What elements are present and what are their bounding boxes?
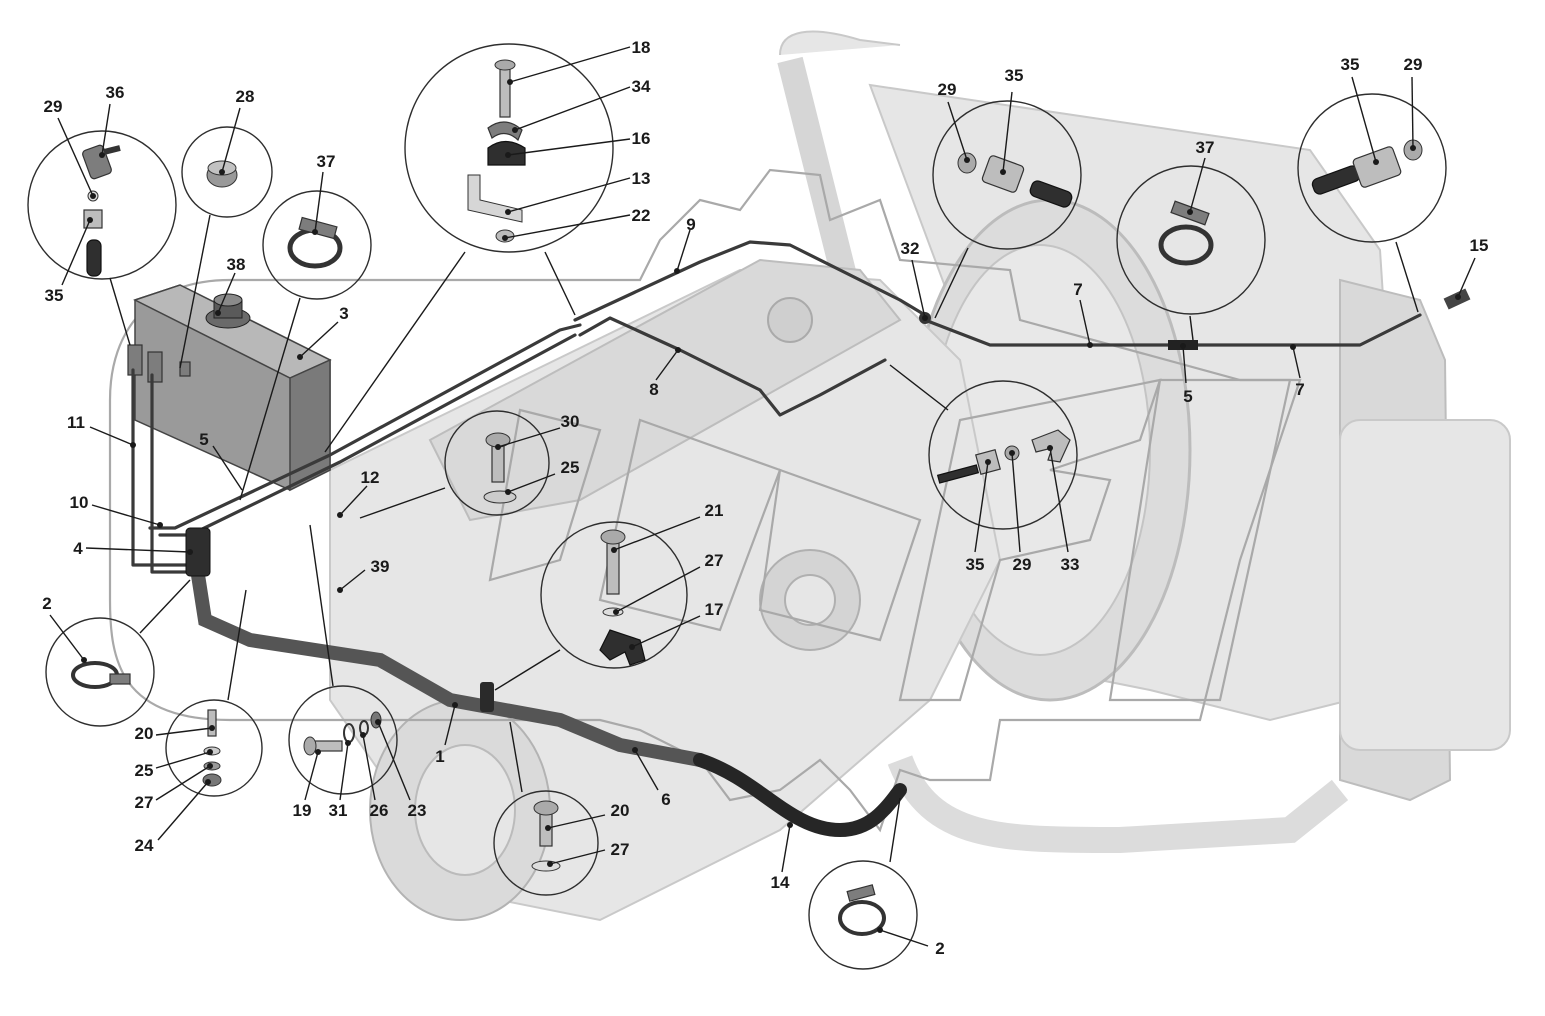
callout-26: 26 — [370, 801, 389, 820]
callout-12: 12 — [361, 468, 380, 487]
callout-14: 14 — [771, 873, 790, 892]
callout-35-b: 35 — [1005, 66, 1024, 85]
callout-19: 19 — [293, 801, 312, 820]
callout-3: 3 — [339, 304, 348, 323]
callout-23: 23 — [408, 801, 427, 820]
callout-4: 4 — [73, 539, 83, 558]
callout-2-b: 2 — [935, 939, 944, 958]
callout-29-b: 29 — [938, 80, 957, 99]
callout-39: 39 — [371, 557, 390, 576]
callout-31: 31 — [329, 801, 348, 820]
callout-6: 6 — [661, 790, 670, 809]
callout-24: 24 — [135, 836, 154, 855]
callout-20-a: 20 — [135, 724, 154, 743]
callout-1: 1 — [435, 747, 444, 766]
callout-9: 9 — [686, 215, 695, 234]
callout-29-c: 29 — [1404, 55, 1423, 74]
callout-38: 38 — [227, 255, 246, 274]
callout-25-a: 25 — [561, 458, 580, 477]
hose-assembly — [185, 527, 907, 838]
callout-25-b: 25 — [135, 761, 154, 780]
callout-27-c: 27 — [611, 840, 630, 859]
callout-labels: 18 34 16 13 22 9 29 36 35 28 37 38 3 11 … — [42, 38, 1488, 958]
callout-20-b: 20 — [611, 801, 630, 820]
detail-circles — [27, 43, 1447, 970]
callout-7-a: 7 — [1073, 280, 1082, 299]
callout-8: 8 — [649, 380, 658, 399]
callout-36: 36 — [106, 83, 125, 102]
callout-30: 30 — [561, 412, 580, 431]
callout-21: 21 — [705, 501, 724, 520]
callout-27-a: 27 — [705, 551, 724, 570]
callout-35-d: 35 — [966, 555, 985, 574]
callout-22: 22 — [632, 206, 651, 225]
callout-29-a: 29 — [44, 97, 63, 116]
callout-28: 28 — [236, 87, 255, 106]
callout-10: 10 — [70, 493, 89, 512]
callout-2-a: 2 — [42, 594, 51, 613]
callout-35-a: 35 — [45, 286, 64, 305]
callout-27-b: 27 — [135, 793, 154, 812]
callout-7-b: 7 — [1295, 380, 1304, 399]
callout-33: 33 — [1061, 555, 1080, 574]
leader-lines — [49, 46, 1476, 947]
callout-11: 11 — [67, 413, 85, 432]
callout-16: 16 — [632, 129, 651, 148]
callout-37-a: 37 — [317, 152, 336, 171]
callout-37-b: 37 — [1196, 138, 1215, 157]
callout-29-d: 29 — [1013, 555, 1032, 574]
callout-13: 13 — [632, 169, 651, 188]
expansion-tank — [127, 284, 332, 492]
callout-15: 15 — [1470, 236, 1489, 255]
callout-32: 32 — [901, 239, 920, 258]
callout-18: 18 — [632, 38, 651, 57]
callout-5-a: 5 — [199, 430, 208, 449]
callout-34: 34 — [632, 77, 651, 96]
callout-5-b: 5 — [1183, 387, 1192, 406]
leader-dots — [81, 79, 1461, 933]
callout-35-c: 35 — [1341, 55, 1360, 74]
callout-17: 17 — [705, 600, 724, 619]
